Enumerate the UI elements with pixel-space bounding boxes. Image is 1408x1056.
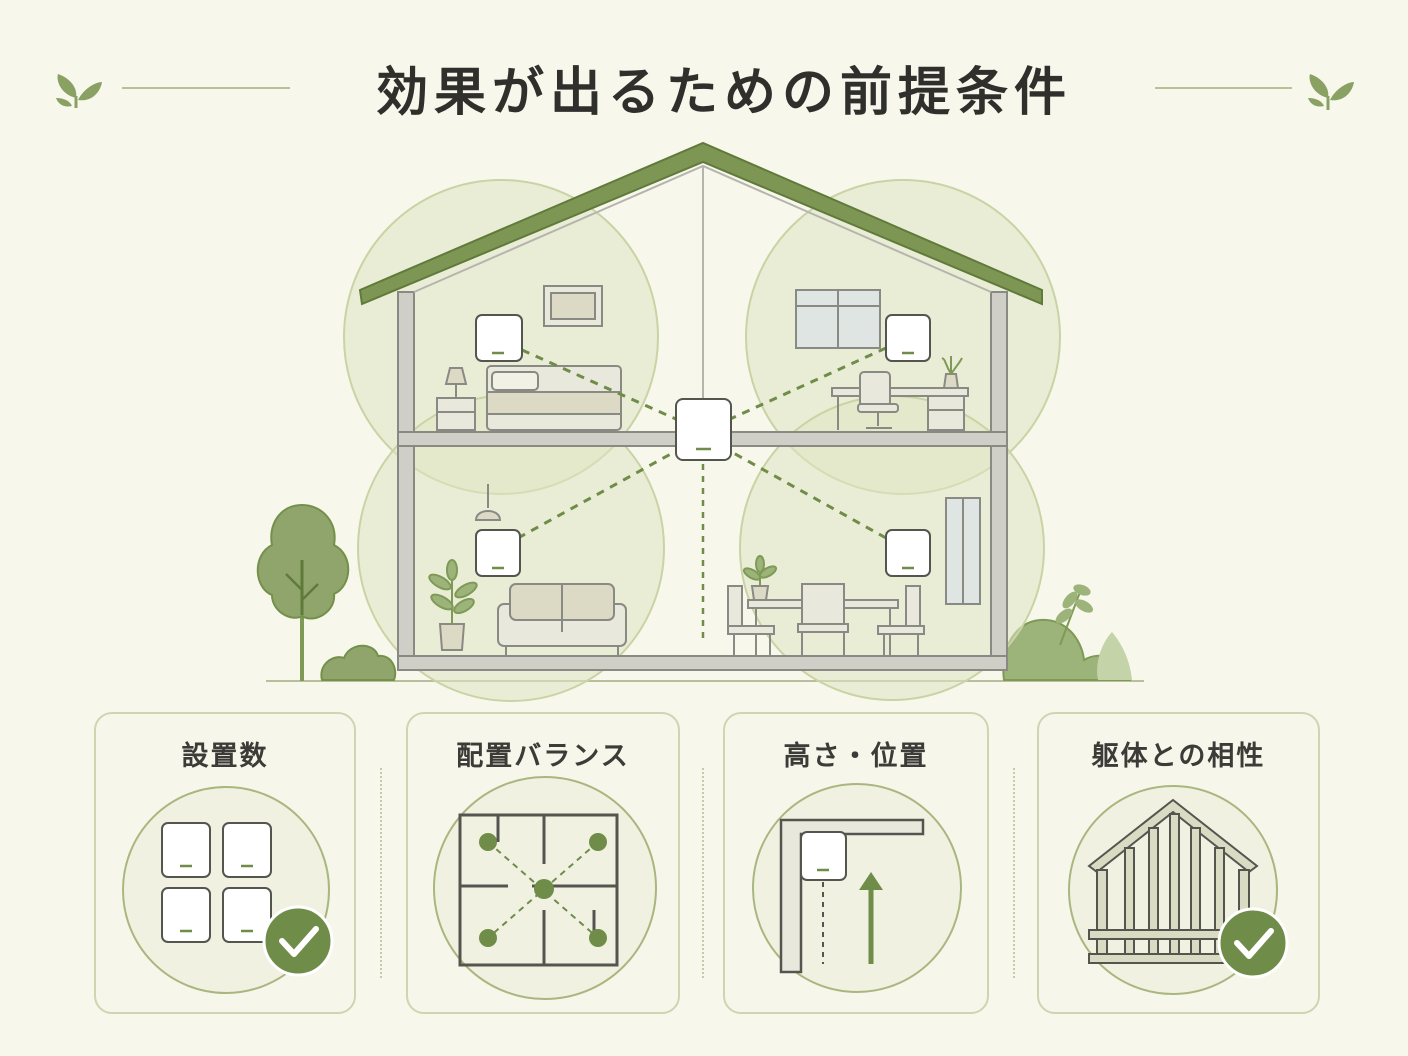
card-illustration	[752, 783, 962, 993]
up-arrow-icon	[859, 872, 883, 964]
check-badge-icon	[262, 905, 334, 977]
wall-router-icon	[800, 831, 847, 964]
card-setup-count: 設置数	[94, 712, 356, 1014]
page-title: 効果が出るための前提条件	[376, 63, 1072, 123]
card-illustration	[1068, 785, 1289, 995]
card-divider	[702, 768, 704, 978]
card-title-height-position: 高さ・位置	[783, 741, 929, 772]
mesh-links	[517, 346, 887, 540]
mesh-router-icon-lower-left	[475, 529, 521, 577]
mesh-router-icon-upper-right	[885, 314, 931, 362]
left-leaf-icon	[56, 74, 102, 108]
card-divider	[380, 768, 382, 978]
floor-plan-icon	[458, 813, 619, 967]
card-title-placement-balance: 配置バランス	[456, 741, 630, 772]
wall-corner-icon	[779, 818, 925, 974]
mesh-router-icon-upper-left	[475, 314, 523, 362]
living-furniture	[428, 484, 627, 656]
card-title-structure-compatibility: 躯体との相性	[1091, 741, 1266, 772]
card-illustration	[122, 786, 334, 994]
card-illustration	[433, 776, 657, 1000]
dining-furniture	[727, 497, 981, 656]
card-placement-balance: 配置バランス	[406, 712, 680, 1014]
node-layout-icon	[479, 833, 607, 947]
study-furniture	[795, 289, 969, 431]
card-structure-compatibility: 躯体との相性	[1037, 712, 1320, 1014]
right-leaf-icon	[1308, 74, 1354, 110]
check-badge-icon	[1217, 907, 1289, 979]
bush-left-icon	[320, 644, 397, 681]
mesh-router-icon-center	[675, 398, 732, 461]
card-title-setup-count: 設置数	[181, 741, 269, 772]
house-frame-icon	[1087, 798, 1259, 964]
four-routers-icon	[161, 822, 272, 943]
mesh-router-icon-lower-right	[885, 529, 931, 577]
tree-icon	[256, 503, 350, 681]
card-height-position: 高さ・位置	[723, 712, 989, 1014]
bedroom-furniture	[436, 285, 622, 431]
card-divider	[1013, 768, 1015, 978]
